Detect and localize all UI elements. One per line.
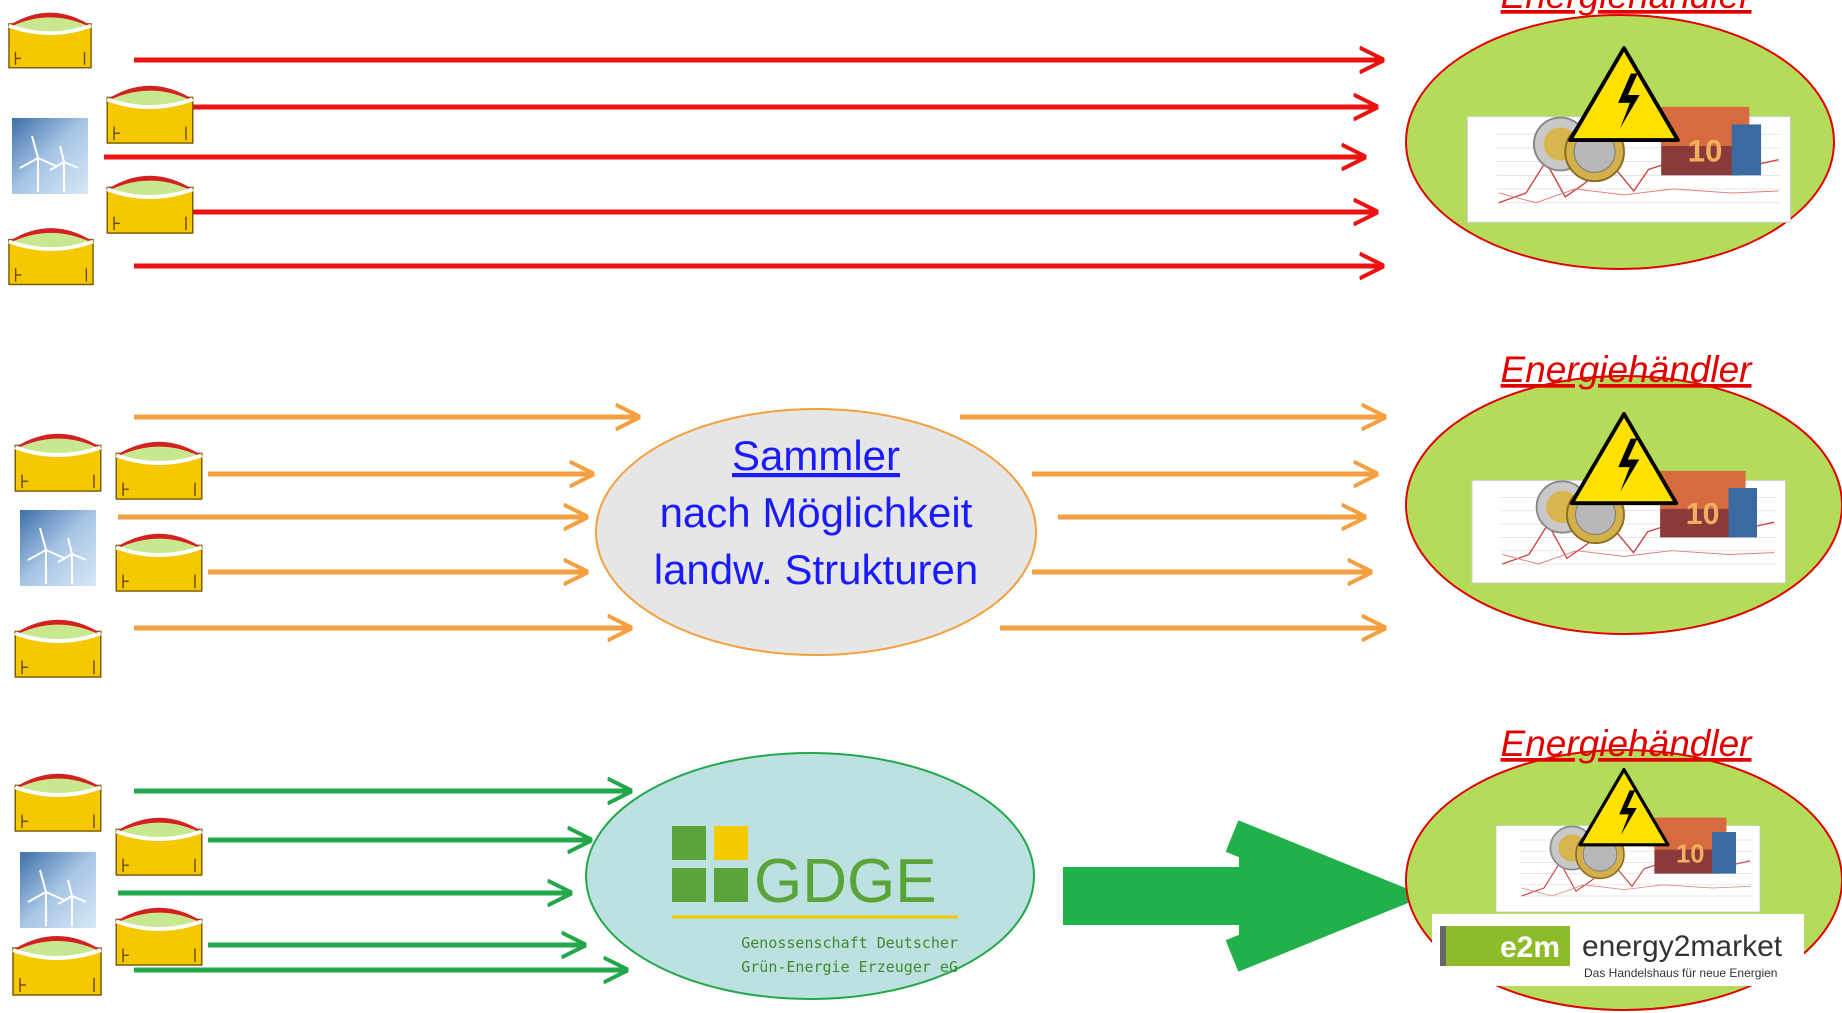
- collector-line-3: landw. Strukturen: [654, 546, 979, 593]
- biogas-plant-icon: [114, 439, 204, 500]
- biogas-plant-icon: [106, 173, 194, 234]
- wind-turbine-icon: [20, 852, 96, 928]
- biogas-plant-icon: [8, 226, 94, 286]
- gdge-node: GDGE Genossenschaft Deutscher Grün-Energ…: [585, 752, 1035, 1000]
- trader-label: Energiehändler: [1501, 723, 1754, 764]
- biogas-plant-icon: [114, 531, 204, 592]
- biogas-plant-icon: [8, 10, 92, 70]
- wind-turbine-icon: [20, 510, 96, 586]
- biogas-plant-icon: [14, 617, 102, 678]
- big-green-arrow: [1063, 831, 1383, 961]
- trader-label: Energiehändler: [1501, 349, 1754, 390]
- biogas-plant-icon: [14, 771, 102, 832]
- trader-node-2: Energiehändler: [1405, 349, 1842, 635]
- gdge-subtitle-2: Grün-Energie Erzeuger eG: [741, 958, 958, 976]
- trader-label: Energiehändler: [1501, 0, 1754, 16]
- biogas-plant-icon: [114, 815, 204, 876]
- energy2market-logo: e2m energy2market Das Handelshaus für ne…: [1432, 914, 1804, 986]
- trader-node-3: Energiehändler e2m energy2market Das Han…: [1405, 723, 1842, 1011]
- collector-line-2: nach Möglichkeit: [660, 489, 973, 536]
- row-1-direct: Energiehändler: [8, 0, 1835, 286]
- biogas-plant-icon: [12, 934, 102, 996]
- wind-turbine-icon: [12, 118, 88, 194]
- collector-title: Sammler: [732, 432, 900, 479]
- trader-node-1: Energiehändler: [1405, 0, 1835, 270]
- biogas-plant-icon: [114, 905, 204, 966]
- gdge-logo-mark: [672, 826, 748, 902]
- row-3-gdge: GDGE Genossenschaft Deutscher Grün-Energ…: [12, 723, 1842, 1011]
- e2m-tagline: Das Handelshaus für neue Energien: [1584, 966, 1777, 980]
- collector-node: Sammler nach Möglichkeit landw. Struktur…: [595, 408, 1037, 656]
- biogas-plant-icon: [14, 431, 102, 492]
- e2m-badge: e2m: [1500, 931, 1560, 964]
- biogas-plant-icon: [106, 83, 194, 144]
- row-2-collector: Sammler nach Möglichkeit landw. Struktur…: [14, 349, 1842, 678]
- e2m-name: energy2market: [1582, 930, 1783, 963]
- gdge-subtitle-1: Genossenschaft Deutscher: [741, 934, 958, 952]
- gdge-name: GDGE: [754, 847, 937, 916]
